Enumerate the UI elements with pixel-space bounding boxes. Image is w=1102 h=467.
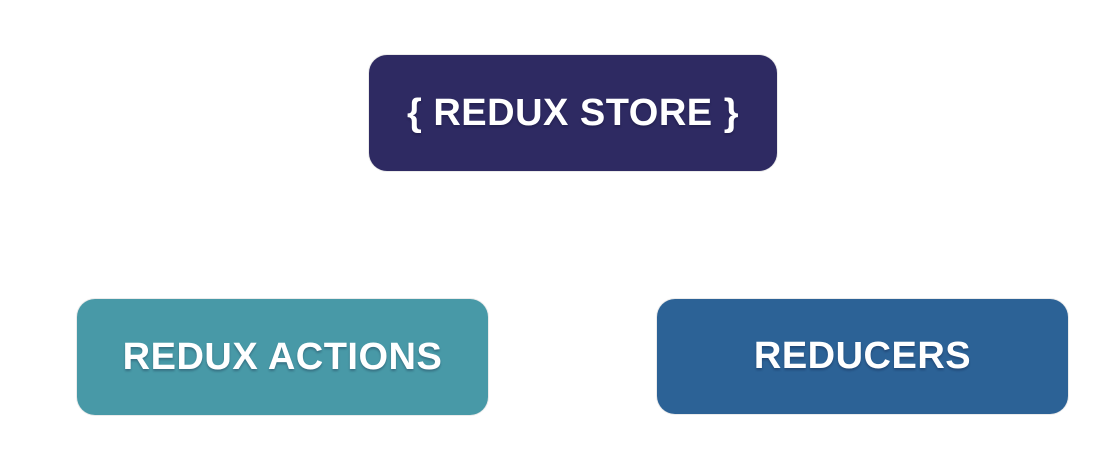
node-redux-actions-label: REDUX ACTIONS — [122, 335, 443, 378]
node-reducers-label: REDUCERS — [753, 335, 972, 377]
node-redux-actions: REDUX ACTIONS — [77, 299, 488, 415]
node-redux-store-label: { REDUX STORE } — [407, 91, 739, 134]
node-redux-store: { REDUX STORE } — [369, 55, 777, 171]
node-reducers: REDUCERS — [657, 299, 1068, 414]
